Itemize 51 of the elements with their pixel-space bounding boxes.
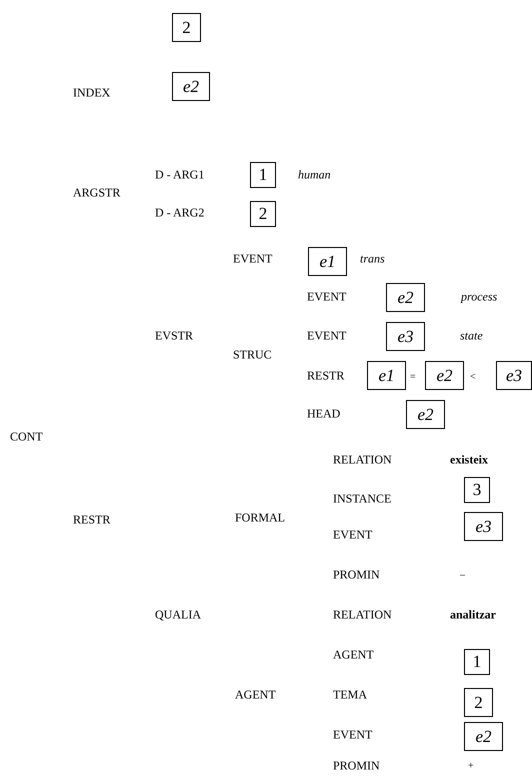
tag-box: 1 (464, 649, 490, 675)
tag-box: 2 (250, 201, 276, 227)
feature-label: RESTR (73, 513, 110, 527)
tag-box: e2 (464, 722, 503, 751)
value-label: analitzar (450, 608, 496, 622)
feature-label: TEMA (333, 688, 367, 702)
type-label: trans (360, 252, 385, 266)
feature-label: EVENT (307, 329, 346, 343)
feature-label: AGENT (333, 648, 374, 662)
tag-box: e1 (367, 361, 406, 390)
feature-label: HEAD (307, 407, 340, 421)
tag-box: 2 (464, 688, 493, 717)
feature-label: INSTANCE (333, 492, 392, 506)
feature-label: CONT (10, 430, 43, 444)
feature-label: INDEX (73, 86, 110, 100)
tag-box: e3 (386, 322, 425, 351)
value-label: – (460, 570, 465, 580)
value-label: existeix (450, 453, 488, 467)
feature-label: RESTR (307, 369, 344, 383)
feature-label: PROMIN (333, 759, 380, 773)
tag-box: 3 (464, 477, 490, 503)
tag-box: e2 (386, 283, 425, 312)
feature-label: EVSTR (155, 329, 194, 343)
feature-label: EVENT (307, 290, 346, 304)
tag-box: e2 (172, 72, 210, 101)
feature-label: QUALIA (155, 608, 201, 622)
feature-label: EVENT (233, 252, 272, 266)
feature-label: AGENT (235, 688, 276, 702)
type-label: human (298, 168, 331, 182)
feature-label: EVENT (333, 728, 372, 742)
tag-box: e3 (496, 361, 532, 390)
relation-symbol: = (410, 372, 416, 382)
feature-label: D - ARG2 (155, 206, 204, 220)
type-label: state (460, 329, 483, 343)
tag-box: e2 (425, 361, 464, 390)
value-label: + (468, 760, 474, 772)
tag-box: 1 (250, 162, 276, 188)
feature-label: RELATION (333, 453, 392, 467)
type-label: process (461, 290, 498, 304)
feature-label: FORMAL (235, 511, 286, 525)
feature-label: RELATION (333, 608, 392, 622)
tag-box: e2 (406, 400, 445, 429)
feature-label: STRUC (233, 348, 272, 362)
feature-label: ARGSTR (73, 186, 120, 200)
tag-box: e1 (308, 247, 347, 276)
feature-label: EVENT (333, 528, 372, 542)
relation-symbol: < (470, 372, 476, 382)
feature-label: PROMIN (333, 568, 380, 582)
tag-box: 2 (172, 13, 201, 42)
feature-label: D - ARG1 (155, 168, 204, 182)
tag-box: e3 (464, 512, 503, 541)
